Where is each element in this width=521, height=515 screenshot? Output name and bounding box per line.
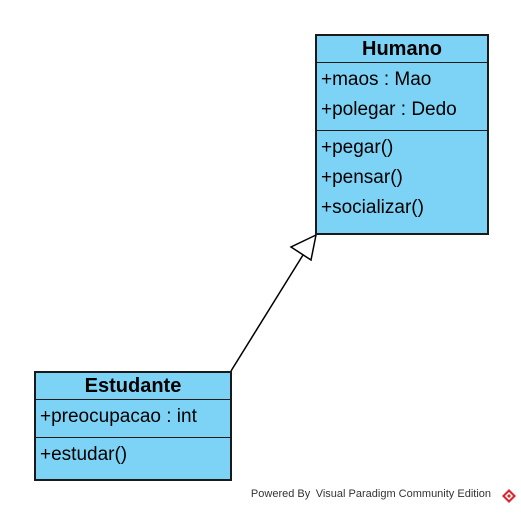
class-name: Estudante bbox=[84, 375, 182, 397]
operation: +pensar() bbox=[321, 167, 403, 188]
visual-paradigm-logo-icon bbox=[502, 489, 516, 503]
generalization-line bbox=[230, 254, 304, 372]
class-estudante[interactable]: Estudante +preocupacao : int +estudar() bbox=[34, 371, 232, 481]
generalization-arrowhead bbox=[289, 233, 318, 262]
attributes-section: +maos : Mao +polegar : Dedo bbox=[317, 62, 487, 130]
operation: +pegar() bbox=[321, 137, 394, 158]
attributes-section: +preocupacao : int bbox=[36, 399, 230, 437]
powered-by-footer: Powered By Visual Paradigm Community Edi… bbox=[251, 488, 491, 500]
operation: +socializar() bbox=[321, 197, 424, 218]
attribute: +preocupacao : int bbox=[40, 406, 197, 427]
attribute: +maos : Mao bbox=[321, 69, 432, 90]
class-humano[interactable]: Humano +maos : Mao +polegar : Dedo +pega… bbox=[315, 34, 489, 235]
operation: +estudar() bbox=[40, 444, 128, 465]
footer-text: Powered By Visual Paradigm Community Edi… bbox=[250, 488, 491, 500]
class-name: Humano bbox=[362, 38, 442, 60]
operations-section: +estudar() bbox=[36, 437, 230, 472]
operations-section: +pegar() +pensar() +socializar() bbox=[317, 130, 487, 225]
attribute: +polegar : Dedo bbox=[321, 99, 457, 120]
